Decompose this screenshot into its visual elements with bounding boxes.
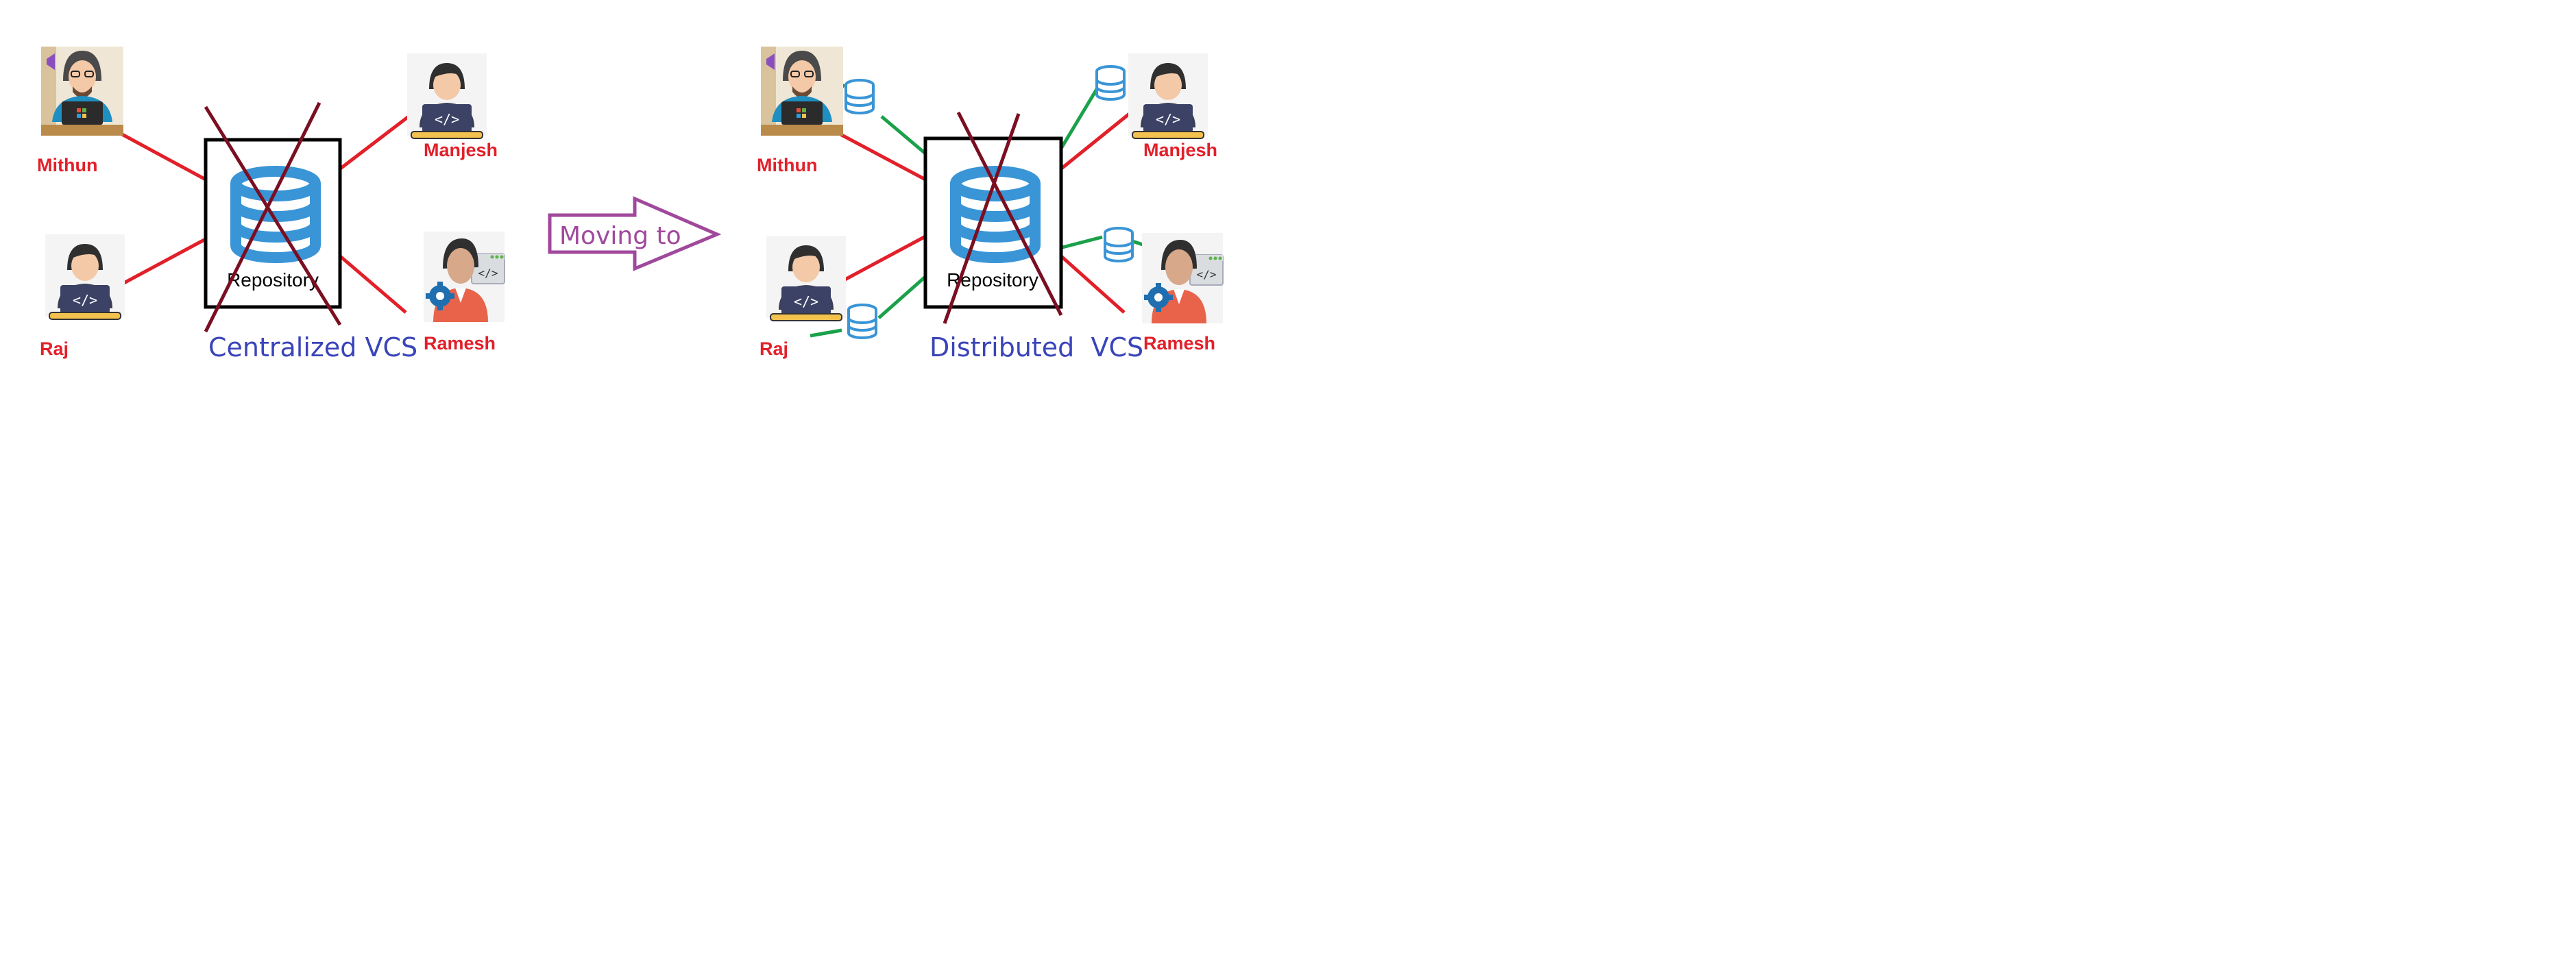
transition-arrow: Moving to xyxy=(548,196,722,271)
local-database-icon xyxy=(847,304,877,339)
developer-gear-icon xyxy=(423,231,505,323)
repository-label: Repository xyxy=(227,269,319,291)
link-ramesh-local-repo xyxy=(1059,235,1103,250)
cross-out-icon xyxy=(943,111,1063,324)
developer-name-manjesh: Manjesh xyxy=(424,140,498,160)
centralized-links xyxy=(111,111,415,314)
distributed-links xyxy=(831,111,1132,314)
developer-name-manjesh: Manjesh xyxy=(1143,140,1217,160)
link-raj-local-repo xyxy=(877,274,928,319)
developer-name-mithun: Mithun xyxy=(757,155,817,175)
link-ramesh-repo xyxy=(337,254,407,314)
local-database-icon xyxy=(1104,227,1134,262)
centralized-section: Repository Mithun Manjesh Raj Ramesh Cen… xyxy=(37,46,505,362)
developer-name-mithun: Mithun xyxy=(37,155,97,175)
link-raj-local xyxy=(810,328,842,338)
link-manjesh-repo xyxy=(1058,111,1132,171)
link-mithun-repo xyxy=(839,132,927,182)
distributed-title: Distributed VCS xyxy=(929,332,1143,362)
local-database-icon xyxy=(845,79,875,114)
distributed-section: Repository Mithun Manjesh Raj Ramesh Dis… xyxy=(757,46,1224,362)
developer-laptop-icon xyxy=(406,53,487,139)
link-manjesh-repo xyxy=(337,111,415,171)
link-mithun-repo xyxy=(121,132,207,182)
centralized-title: Centralized VCS xyxy=(208,332,417,362)
link-mithun-local-repo xyxy=(880,115,927,155)
link-raj-repo xyxy=(111,238,206,291)
developer-laptop-icon xyxy=(45,234,125,320)
link-ramesh-repo xyxy=(1058,254,1126,314)
developer-name-raj: Raj xyxy=(40,338,69,359)
block-arrow-icon xyxy=(548,196,722,271)
developer-gear-icon xyxy=(1141,232,1224,324)
link-raj-repo xyxy=(831,234,928,288)
developer-laptop-icon xyxy=(1128,53,1208,139)
developer-laptop-icon xyxy=(766,235,847,321)
developer-visual-studio-icon xyxy=(760,46,844,136)
developer-name-ramesh: Ramesh xyxy=(1143,333,1215,354)
developer-name-ramesh: Ramesh xyxy=(424,333,496,354)
link-manjesh-local-repo xyxy=(1058,88,1099,152)
cross-out-icon xyxy=(204,101,342,333)
developer-visual-studio-icon xyxy=(40,46,124,136)
moving-to-label: Moving to xyxy=(559,222,681,250)
local-database-icon xyxy=(1095,65,1126,101)
developer-name-raj: Raj xyxy=(760,338,788,359)
